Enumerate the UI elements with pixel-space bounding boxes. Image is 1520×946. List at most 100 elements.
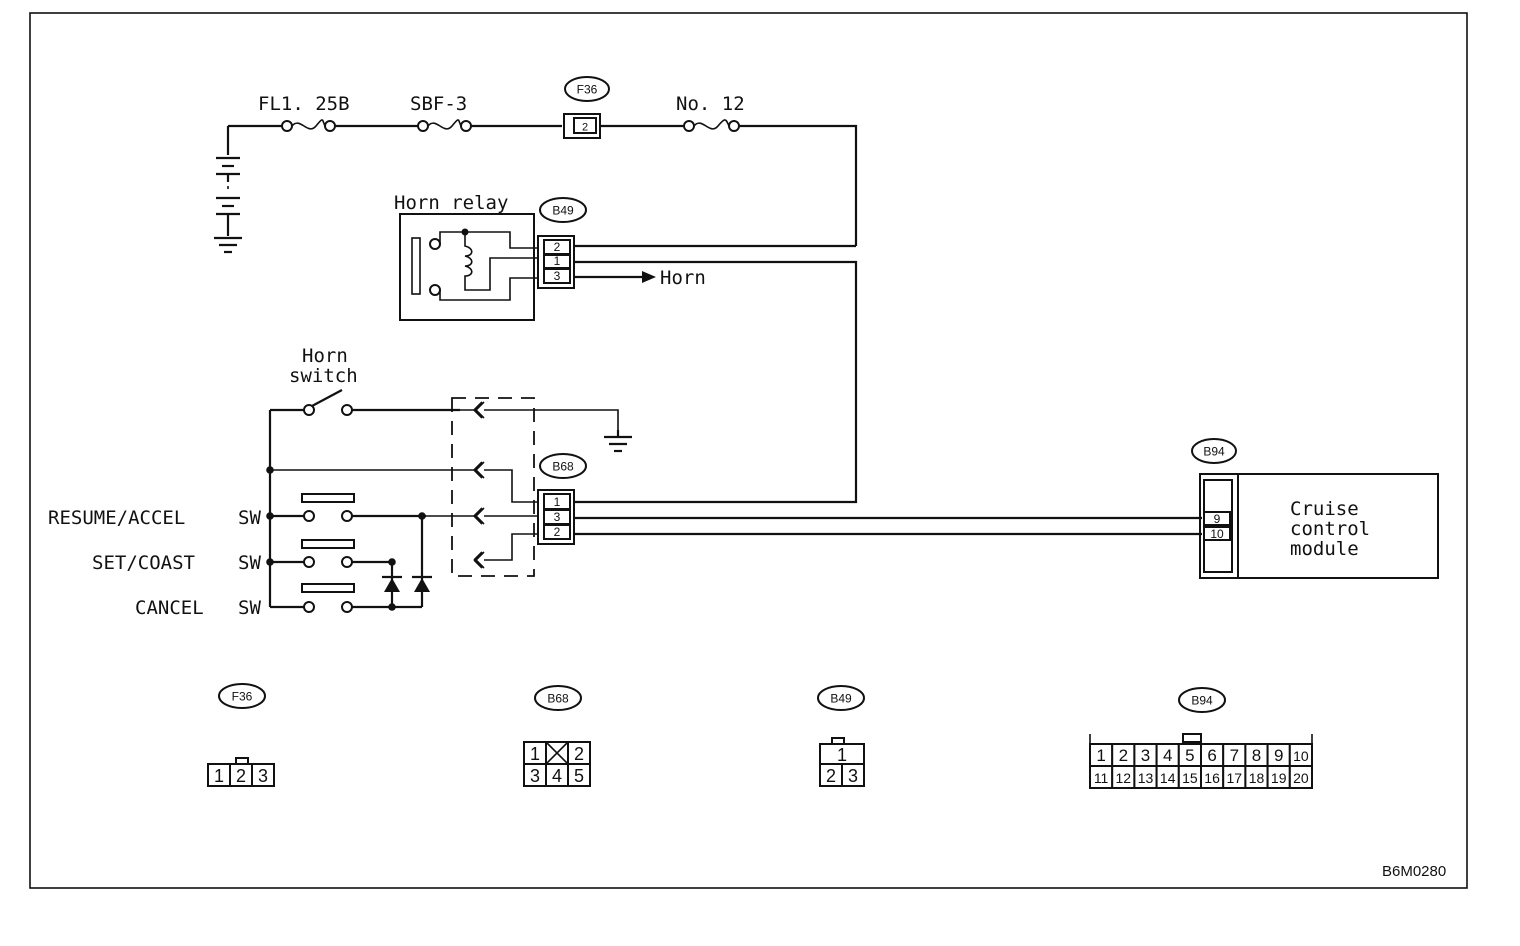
b94-pin-label: 16 <box>1204 770 1220 786</box>
resume-accel-switch <box>270 493 426 522</box>
set-coast-sw-label: SW <box>238 552 261 574</box>
connector-face-b68: 1 2 3 4 5 <box>523 741 591 787</box>
battery-symbol <box>214 156 242 254</box>
connector-tag-b68-top: B68 <box>539 453 587 479</box>
b94-pin-label: 8 <box>1252 746 1261 765</box>
cruise-control-module: 9 10 <box>1199 473 1439 579</box>
fuse-no12 <box>683 119 740 132</box>
horn-arrow-icon <box>642 271 656 283</box>
svg-text:1: 1 <box>214 766 224 786</box>
svg-text:B68: B68 <box>547 692 569 706</box>
fuse-sbf3 <box>417 119 472 132</box>
cancel-switch <box>270 583 422 613</box>
figure-code: B6M0280 <box>1382 863 1446 880</box>
svg-text:1: 1 <box>837 745 847 765</box>
svg-text:1: 1 <box>554 495 561 509</box>
module-label-2: control <box>1290 518 1370 540</box>
svg-text:3: 3 <box>848 766 858 786</box>
svg-text:B68: B68 <box>552 460 574 474</box>
ground-symbol <box>604 430 632 453</box>
svg-text:F36: F36 <box>577 83 598 97</box>
b94-pin-label: 9 <box>1274 746 1283 765</box>
fuse-fl125b <box>281 119 336 132</box>
set-coast-label: SET/COAST <box>92 552 195 574</box>
b94-pin-cell <box>1288 765 1314 789</box>
svg-text:B94: B94 <box>1203 445 1225 459</box>
connector-tag-b49: B49 <box>817 685 865 711</box>
b94-pin-label: 6 <box>1207 746 1216 765</box>
svg-text:2: 2 <box>574 744 584 764</box>
power-feed-line <box>226 124 858 246</box>
connector-tag-f36-top: F36 <box>564 76 610 102</box>
diode-pair <box>382 512 432 611</box>
svg-text:3: 3 <box>554 510 561 524</box>
wire-relay-to-b68 <box>574 260 858 504</box>
junction-dot <box>266 466 274 474</box>
b94-pin-label: 17 <box>1227 770 1243 786</box>
connector-tag-b68: B68 <box>534 685 582 711</box>
svg-text:2: 2 <box>826 766 836 786</box>
b94-pin-label: 19 <box>1271 770 1287 786</box>
connector-face-b49: 1 2 3 <box>819 737 865 787</box>
module-label-3: module <box>1290 538 1359 560</box>
fuse-sbf3-label: SBF-3 <box>410 93 467 115</box>
b94-pin-label: 1 <box>1096 746 1105 765</box>
connector-tag-b94-top: B94 <box>1191 438 1237 464</box>
set-coast-switch <box>270 539 392 568</box>
b94-pin-label: 14 <box>1160 770 1176 786</box>
svg-text:3: 3 <box>554 269 561 283</box>
connector-tag-f36: F36 <box>218 683 266 709</box>
cancel-sw-label: SW <box>238 597 261 619</box>
b94-pin-label: 20 <box>1293 770 1309 786</box>
horn-switch-label-1: Horn <box>302 345 348 367</box>
svg-text:2: 2 <box>236 766 246 786</box>
svg-text:2: 2 <box>554 240 561 254</box>
svg-text:2: 2 <box>554 525 561 539</box>
connector-b49-inline: 2 1 3 <box>537 235 575 289</box>
combination-switch-box <box>451 397 535 577</box>
junction-dot <box>266 558 274 566</box>
connector-tag-b49-top: B49 <box>539 197 587 223</box>
horn-relay-label: Horn relay <box>394 192 508 214</box>
b94-pin-label: 11 <box>1094 770 1109 786</box>
b94-pin-label: 7 <box>1230 746 1239 765</box>
b94-pin-label: 15 <box>1182 770 1198 786</box>
cancel-label: CANCEL <box>135 597 204 619</box>
horn-relay <box>399 213 538 321</box>
svg-text:5: 5 <box>574 766 584 786</box>
horn-output-label: Horn <box>660 267 706 289</box>
spring-contacts <box>270 401 619 569</box>
fuse-fl125b-label: FL1. 25B <box>258 93 350 115</box>
resume-accel-sw-label: SW <box>238 507 261 529</box>
svg-text:10: 10 <box>1210 527 1224 541</box>
svg-text:B49: B49 <box>830 692 852 706</box>
connector-face-f36: 1 2 3 <box>207 757 275 787</box>
svg-text:F36: F36 <box>232 690 253 704</box>
connector-f36-inline: 2 <box>563 113 601 139</box>
svg-text:1: 1 <box>530 744 540 764</box>
f36-pin-label: 2 <box>582 122 588 134</box>
svg-text:3: 3 <box>258 766 268 786</box>
b94-pin-label: 12 <box>1116 770 1132 786</box>
b94-pin-label: 10 <box>1293 748 1309 764</box>
b94-pin-label: 18 <box>1249 770 1265 786</box>
svg-text:B49: B49 <box>552 204 574 218</box>
connector-tag-b94: B94 <box>1178 687 1226 713</box>
svg-text:4: 4 <box>552 766 562 786</box>
b94-pin-label: 2 <box>1119 746 1128 765</box>
svg-text:1: 1 <box>554 254 561 268</box>
b94-pin-label: 5 <box>1185 746 1194 765</box>
b94-pin-label: 3 <box>1141 746 1150 765</box>
svg-text:B94: B94 <box>1191 694 1213 708</box>
horn-switch <box>268 389 460 607</box>
svg-text:3: 3 <box>530 766 540 786</box>
svg-text:9: 9 <box>1214 512 1221 526</box>
resume-accel-label: RESUME/ACCEL <box>48 507 185 529</box>
module-label-1: Cruise <box>1290 498 1359 520</box>
horn-switch-label-2: switch <box>289 365 358 387</box>
b94-pin-label: 13 <box>1138 770 1154 786</box>
fuse-no12-label: No. 12 <box>676 93 745 115</box>
b94-pin-label: 4 <box>1163 746 1172 765</box>
